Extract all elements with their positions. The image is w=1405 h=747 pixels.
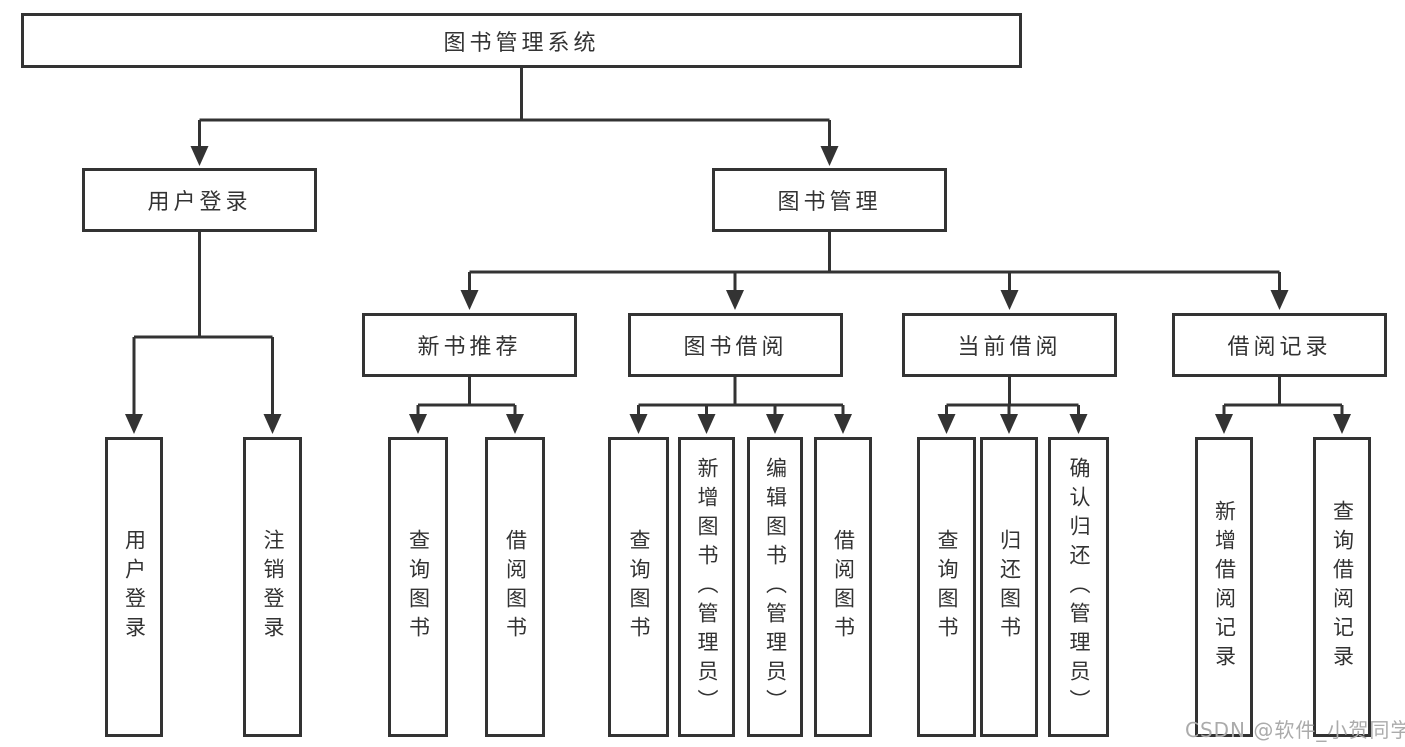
arrowhead-icon bbox=[820, 146, 839, 166]
arrowhead-icon bbox=[190, 146, 209, 166]
leaf-label: 借阅图书 bbox=[831, 529, 856, 645]
leaf-label: 查询图书 bbox=[406, 529, 431, 645]
leaf-borrow-add-books-admin: 新增图书（管理员） bbox=[678, 437, 735, 737]
arrowhead-icon bbox=[125, 414, 143, 434]
leaf-current-query-books: 查询图书 bbox=[917, 437, 976, 737]
arrowhead-icon bbox=[1333, 414, 1351, 434]
leaf-label: 编辑图书（管理员） bbox=[763, 456, 788, 718]
leaf-current-return-books: 归还图书 bbox=[980, 437, 1038, 737]
leaf-label: 查询图书 bbox=[627, 529, 651, 645]
node-borrowing-records: 借阅记录 bbox=[1172, 313, 1387, 377]
leaf-newbook-borrow-books: 借阅图书 bbox=[485, 437, 545, 737]
arrowhead-icon bbox=[506, 414, 524, 434]
leaf-user-login: 用户登录 bbox=[105, 437, 163, 737]
arrowhead-icon bbox=[629, 414, 648, 434]
leaf-borrow-query-books: 查询图书 bbox=[608, 437, 669, 737]
arrowhead-icon bbox=[460, 290, 479, 310]
node-user-login: 用户登录 bbox=[82, 168, 317, 232]
node-library-management-system: 图书管理系统 bbox=[21, 13, 1022, 68]
leaf-records-query-borrow-record: 查询借阅记录 bbox=[1313, 437, 1371, 737]
node-new-book-recommendation: 新书推荐 bbox=[362, 313, 577, 377]
node-current-borrowing: 当前借阅 bbox=[902, 313, 1117, 377]
leaf-newbook-query-books: 查询图书 bbox=[388, 437, 448, 737]
arrowhead-icon bbox=[1069, 414, 1088, 434]
arrowhead-icon bbox=[937, 414, 956, 434]
edge-current-borrow-to-children bbox=[945, 377, 1080, 414]
arrowhead-icon bbox=[1270, 290, 1289, 310]
edge-book-borrow-to-children bbox=[637, 377, 845, 414]
csdn-watermark: CSDN @软件_小贺同学 bbox=[1185, 718, 1405, 742]
arrowhead-icon bbox=[263, 414, 282, 434]
edge-root-to-children bbox=[198, 68, 831, 147]
leaf-label: 归还图书 bbox=[997, 529, 1022, 645]
leaf-records-add-borrow-record: 新增借阅记录 bbox=[1195, 437, 1253, 737]
arrowhead-icon bbox=[409, 414, 427, 434]
leaf-logout: 注销登录 bbox=[243, 437, 302, 737]
edge-borrow-records-to-children bbox=[1222, 377, 1344, 414]
leaf-label: 新增借阅记录 bbox=[1212, 500, 1237, 674]
edge-user-login-to-children bbox=[132, 232, 274, 414]
arrowhead-icon bbox=[726, 290, 744, 310]
leaf-label: 注销登录 bbox=[261, 529, 285, 645]
edge-new-book-to-children bbox=[416, 377, 517, 414]
node-book-borrowing: 图书借阅 bbox=[628, 313, 843, 377]
node-book-management: 图书管理 bbox=[712, 168, 947, 232]
leaf-label: 新增图书（管理员） bbox=[695, 456, 719, 718]
leaf-label: 查询借阅记录 bbox=[1330, 500, 1355, 674]
leaf-label: 确认归还（管理员） bbox=[1067, 456, 1091, 718]
leaf-label: 用户登录 bbox=[122, 529, 147, 645]
leaf-label: 借阅图书 bbox=[503, 529, 528, 645]
arrowhead-icon bbox=[1000, 290, 1019, 310]
leaf-borrow-borrow-books: 借阅图书 bbox=[814, 437, 872, 737]
arrowhead-icon bbox=[1000, 414, 1018, 434]
edge-book-management-to-children bbox=[468, 232, 1281, 290]
leaf-label: 查询图书 bbox=[935, 529, 959, 645]
arrowhead-icon bbox=[834, 414, 852, 434]
arrowhead-icon bbox=[766, 414, 784, 434]
leaf-borrow-edit-books-admin: 编辑图书（管理员） bbox=[747, 437, 803, 737]
arrowhead-icon bbox=[697, 414, 716, 434]
arrowhead-icon bbox=[1215, 414, 1233, 434]
leaf-current-confirm-return-admin: 确认归还（管理员） bbox=[1048, 437, 1109, 737]
